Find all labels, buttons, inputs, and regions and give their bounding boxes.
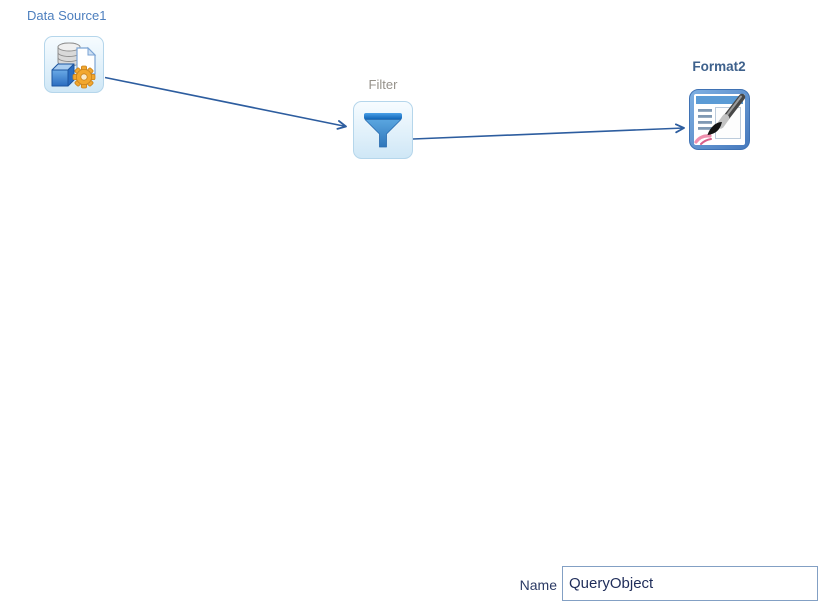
name-label: Name — [519, 577, 557, 593]
gear-shape — [72, 65, 96, 89]
node-label-data-source1: Data Source1 — [27, 8, 107, 23]
connector-arrow-ds-filter[interactable] — [104, 76, 347, 130]
node-data-source1[interactable] — [44, 36, 104, 93]
node-filter[interactable] — [353, 101, 413, 159]
form-list-lines — [698, 109, 712, 130]
cube-shape — [51, 63, 75, 87]
name-input[interactable] — [562, 566, 818, 601]
node-format2[interactable] — [689, 89, 750, 150]
filter-funnel-icon — [353, 101, 413, 159]
format-paintbrush-icon — [689, 89, 750, 150]
node-label-filter: Filter — [368, 77, 398, 92]
paintbrush-shape — [694, 93, 746, 145]
connector-arrow-filter-format[interactable] — [412, 123, 685, 140]
node-label-format2: Format2 — [692, 59, 746, 74]
data-source-icon — [44, 36, 104, 93]
